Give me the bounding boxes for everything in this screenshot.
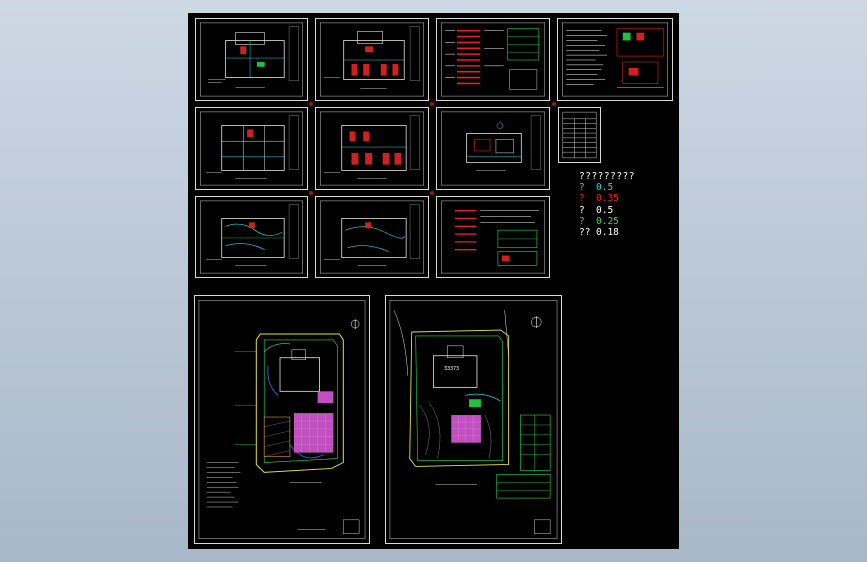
design-notes-drawing	[562, 22, 668, 97]
drawing-sheet-floor-plan-2[interactable]	[315, 18, 429, 101]
legend-key: ?	[579, 215, 585, 227]
system-diagram-drawing	[441, 22, 545, 97]
floor-plan-drawing	[320, 22, 424, 97]
legend-row: ? 0.25	[579, 216, 659, 227]
legend-value: 0.35	[596, 193, 619, 205]
site-plan-drawing	[389, 300, 558, 539]
drawing-sheet-floor-plan-6[interactable]	[315, 196, 429, 278]
floor-plan-drawing	[320, 200, 424, 274]
building-label: 33373	[444, 366, 460, 372]
legend-value: 0.5	[596, 182, 614, 194]
legend-key: ?	[579, 204, 585, 216]
drawing-sheet-system-diagram-1[interactable]	[436, 18, 550, 101]
grid-marker	[430, 191, 434, 195]
floor-plan-drawing	[200, 22, 303, 97]
legend-value: 0.18	[596, 227, 619, 239]
line-weight-legend: ????????? ? 0.5 ? 0.35 ? 0.5 ? 0.25 ?? 0.18	[579, 171, 659, 238]
drawing-sheet-floor-plan-1[interactable]	[195, 18, 308, 101]
drawing-sheet-schedule-table[interactable]	[558, 107, 601, 163]
system-diagram-drawing	[441, 200, 545, 274]
legend-row: ? 0.5	[579, 182, 659, 193]
grid-marker	[552, 102, 556, 106]
floor-plan-drawing	[200, 111, 303, 186]
floor-plan-drawing	[320, 111, 424, 186]
drawing-sheet-floor-plan-5[interactable]	[195, 196, 308, 278]
legend-value: 0.5	[596, 204, 614, 216]
legend-value: 0.25	[596, 215, 619, 227]
drawing-sheet-roof-plan[interactable]	[436, 107, 550, 190]
drawing-sheet-site-plan[interactable]: 33373	[385, 295, 562, 544]
landscape-plan-drawing	[198, 300, 366, 539]
drawing-sheet-design-notes[interactable]	[557, 18, 673, 101]
cad-drawing-canvas[interactable]: ????????? ? 0.5 ? 0.35 ? 0.5 ? 0.25 ?? 0.18	[188, 13, 679, 549]
grid-marker	[309, 102, 313, 106]
legend-title: ?????????	[579, 171, 635, 182]
legend-key: ?	[579, 182, 585, 194]
drawing-sheet-system-diagram-2[interactable]	[436, 196, 550, 278]
legend-key: ??	[579, 227, 591, 239]
grid-marker	[430, 102, 434, 106]
schedule-table-drawing	[562, 111, 597, 159]
legend-key: ?	[579, 193, 585, 205]
drawing-sheet-floor-plan-4[interactable]	[315, 107, 429, 190]
floor-plan-drawing	[200, 200, 303, 274]
grid-marker	[309, 191, 313, 195]
legend-row: ? 0.35	[579, 193, 659, 204]
roof-plan-drawing	[441, 111, 545, 186]
drawing-sheet-floor-plan-3[interactable]	[195, 107, 308, 190]
legend-row: ?? 0.18	[579, 227, 659, 238]
drawing-sheet-landscape-plan[interactable]	[194, 295, 370, 544]
legend-row: ? 0.5	[579, 205, 659, 216]
